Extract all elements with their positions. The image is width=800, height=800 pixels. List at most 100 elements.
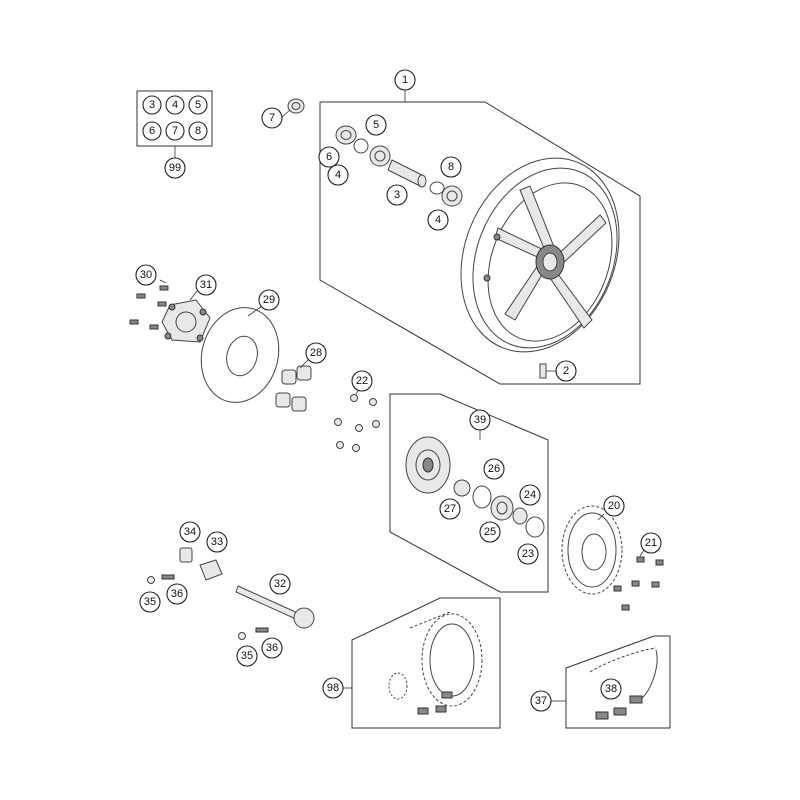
- callout-27[interactable]: 27: [439, 498, 461, 520]
- callout-39[interactable]: 39: [469, 409, 491, 431]
- callout-8[interactable]: 8: [440, 156, 462, 178]
- callout-22[interactable]: 22: [351, 370, 373, 392]
- callout-4a[interactable]: 4: [327, 164, 349, 186]
- svg-text:29: 29: [263, 294, 275, 306]
- callout-31[interactable]: 31: [195, 274, 217, 296]
- svg-text:3: 3: [394, 189, 400, 201]
- callout-5[interactable]: 5: [365, 114, 387, 136]
- svg-text:98: 98: [327, 682, 339, 694]
- spacer-part: [287, 98, 305, 114]
- wheel-group: [281, 89, 641, 385]
- svg-text:2: 2: [563, 365, 569, 377]
- damper-rubbers: [275, 365, 312, 412]
- kit-99-frame: [136, 90, 213, 147]
- svg-text:5: 5: [195, 99, 201, 111]
- callout-2[interactable]: 2: [555, 360, 577, 382]
- svg-text:22: 22: [356, 375, 368, 387]
- svg-text:5: 5: [373, 119, 379, 131]
- callout-24[interactable]: 24: [519, 484, 541, 506]
- callout-99[interactable]: 99: [164, 157, 186, 179]
- svg-text:8: 8: [195, 125, 201, 137]
- callout-30[interactable]: 30: [135, 264, 157, 286]
- sprocket-carrier-hub: [405, 436, 451, 494]
- callout-34[interactable]: 34: [179, 521, 201, 543]
- chain-kit-frame: [351, 597, 501, 729]
- callout-4b[interactable]: 4: [427, 209, 449, 231]
- callout-29[interactable]: 29: [258, 289, 280, 311]
- kit-item-5[interactable]: 5: [188, 95, 208, 115]
- sprocket-bolts: [613, 556, 664, 611]
- svg-text:39: 39: [474, 414, 486, 426]
- svg-text:6: 6: [326, 151, 332, 163]
- callout-26[interactable]: 26: [483, 458, 505, 480]
- callout-38[interactable]: 38: [600, 678, 622, 700]
- svg-text:32: 32: [274, 578, 286, 590]
- svg-text:35: 35: [241, 650, 253, 662]
- callout-35b[interactable]: 35: [236, 645, 258, 667]
- rear-sprocket: [561, 505, 623, 595]
- callouts: 1 2 3 4 4 5 6 7 8 20 21 22 23 24 25 26 2…: [135, 69, 662, 712]
- kit-item-6[interactable]: 6: [142, 121, 162, 141]
- callout-98[interactable]: 98: [322, 677, 344, 699]
- svg-text:7: 7: [172, 125, 178, 137]
- bearing-right-part: [441, 185, 463, 207]
- svg-text:4: 4: [172, 99, 178, 111]
- carrier-spacer-part: [453, 479, 471, 497]
- callout-36b[interactable]: 36: [261, 637, 283, 659]
- chain-frame: [565, 635, 671, 729]
- svg-text:8: 8: [448, 161, 454, 173]
- kit-item-7[interactable]: 7: [165, 121, 185, 141]
- callout-3[interactable]: 3: [386, 184, 408, 206]
- callout-35a[interactable]: 35: [139, 591, 161, 613]
- svg-text:23: 23: [522, 548, 534, 560]
- callout-36a[interactable]: 36: [166, 583, 188, 605]
- spacer-tube-part: [387, 159, 427, 188]
- spacer-ring-part: [429, 181, 445, 195]
- chain-adjuster: [179, 547, 223, 581]
- callout-28[interactable]: 28: [305, 342, 327, 364]
- callout-25[interactable]: 25: [479, 521, 501, 543]
- svg-text:25: 25: [484, 526, 496, 538]
- adjuster-bolts: [147, 574, 269, 640]
- hub-nuts: [334, 394, 380, 452]
- svg-text:37: 37: [535, 695, 547, 707]
- svg-text:36: 36: [171, 588, 183, 600]
- callout-32[interactable]: 32: [269, 573, 291, 595]
- svg-text:34: 34: [184, 526, 196, 538]
- svg-text:31: 31: [200, 279, 212, 291]
- callout-33[interactable]: 33: [206, 531, 228, 553]
- chain-kit-group: [351, 597, 501, 729]
- callout-20[interactable]: 20: [603, 495, 625, 517]
- callout-21[interactable]: 21: [640, 532, 662, 554]
- svg-text:3: 3: [149, 99, 155, 111]
- rear-axle: [235, 585, 315, 629]
- svg-text:36: 36: [266, 642, 278, 654]
- brake-disc: [200, 307, 280, 403]
- leader-lines: [159, 279, 645, 702]
- chain-group: [565, 635, 671, 729]
- carrier-ring-part: [525, 516, 545, 538]
- svg-text:38: 38: [605, 683, 617, 695]
- seal-part: [335, 125, 357, 145]
- callout-37[interactable]: 37: [530, 690, 552, 712]
- kit-item-3[interactable]: 3: [142, 95, 162, 115]
- svg-text:33: 33: [211, 536, 223, 548]
- callout-1[interactable]: 1: [394, 69, 416, 91]
- callout-23[interactable]: 23: [517, 543, 539, 565]
- svg-text:26: 26: [488, 463, 500, 475]
- svg-text:7: 7: [269, 112, 275, 124]
- kit-item-8[interactable]: 8: [188, 121, 208, 141]
- svg-text:24: 24: [524, 489, 536, 501]
- callout-7[interactable]: 7: [261, 107, 283, 129]
- kit-item-4[interactable]: 4: [165, 95, 185, 115]
- callout-6[interactable]: 6: [318, 146, 340, 168]
- sprocket-carrier-frame: [389, 393, 549, 593]
- svg-text:21: 21: [645, 537, 657, 549]
- svg-text:6: 6: [149, 125, 155, 137]
- wheel-group-frame: [319, 101, 641, 385]
- rear-wheel-rim: [460, 157, 620, 353]
- brake-disc-carrier: [161, 299, 211, 343]
- svg-text:27: 27: [444, 503, 456, 515]
- svg-text:1: 1: [402, 74, 408, 86]
